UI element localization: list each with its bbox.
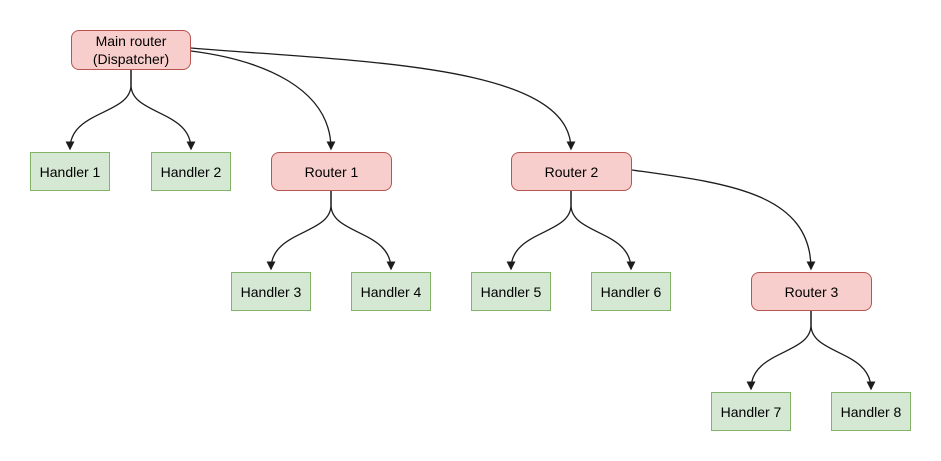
node-handler-1: Handler 1 <box>30 152 110 191</box>
edge-router-1-to-handler-3 <box>266 191 332 271</box>
node-label: Handler 2 <box>160 163 222 180</box>
node-label: Handler 7 <box>720 403 782 420</box>
node-router-1: Router 1 <box>271 152 392 191</box>
edge-main-router-to-handler-2 <box>130 70 196 151</box>
node-label: Handler 8 <box>840 403 902 420</box>
edge-router-2-to-router-3 <box>631 169 816 271</box>
node-label: Main router <box>95 33 167 49</box>
node-label: Handler 6 <box>600 283 662 300</box>
edge-main-router-to-handler-1 <box>65 70 132 151</box>
edge-group <box>65 47 876 391</box>
node-handler-6: Handler 6 <box>591 272 671 311</box>
edge-router-3-to-handler-8 <box>810 311 876 391</box>
edge-router-2-to-handler-5 <box>506 191 572 271</box>
edge-router-3-to-handler-7 <box>746 311 812 391</box>
edge-router-1-to-handler-4 <box>330 191 396 271</box>
node-handler-2: Handler 2 <box>151 152 231 191</box>
node-handler-4: Handler 4 <box>351 272 431 311</box>
node-main-router: Main router (Dispatcher) <box>71 30 191 70</box>
node-label: Handler 1 <box>39 163 101 180</box>
edge-main-router-to-router-1 <box>190 50 336 151</box>
node-label: Router 1 <box>304 163 359 180</box>
node-label: Handler 5 <box>480 283 542 300</box>
node-sublabel: (Dispatcher) <box>92 51 170 67</box>
edge-main-router-to-router-2 <box>190 47 576 151</box>
node-label: Handler 3 <box>240 283 302 300</box>
node-handler-8: Handler 8 <box>831 392 911 431</box>
edge-router-2-to-handler-6 <box>570 191 636 271</box>
node-router-3: Router 3 <box>751 272 872 311</box>
node-label: Handler 4 <box>360 283 422 300</box>
node-handler-5: Handler 5 <box>471 272 551 311</box>
node-label: Router 3 <box>784 283 839 300</box>
node-handler-7: Handler 7 <box>711 392 791 431</box>
node-label: Router 2 <box>544 163 599 180</box>
node-router-2: Router 2 <box>511 152 632 191</box>
node-handler-3: Handler 3 <box>231 272 311 311</box>
